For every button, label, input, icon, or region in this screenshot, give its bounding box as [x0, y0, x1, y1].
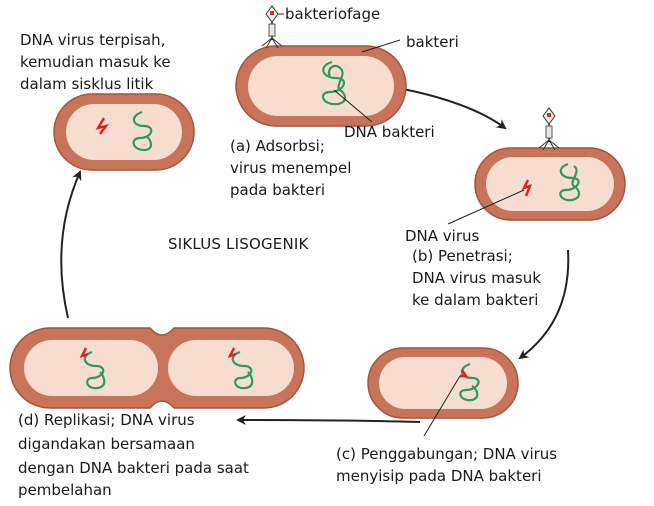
leader-bakteri: [361, 39, 401, 53]
bacterial-dna-b: [559, 162, 581, 202]
bacterial-dna-a: [321, 60, 347, 106]
cycle-arrow-a-to-b: [397, 87, 507, 130]
label-bacterial-dna: DNA bakteri: [344, 123, 435, 141]
leader-dna-bakteri: [333, 89, 373, 123]
viral-dna-e: [95, 117, 109, 135]
bacterium-cell-e: [53, 93, 195, 171]
step-e-line-1: DNA virus terpisah,: [20, 31, 166, 49]
viral-dna-d-left: [79, 347, 89, 359]
bacterial-dna-e: [132, 110, 153, 152]
bacterium-cell-c: [367, 347, 519, 419]
cycle-arrow-d-to-e: [60, 170, 82, 319]
leader-penggabungan: [423, 375, 461, 437]
step-d-line-2: digandakan bersamaan: [18, 435, 195, 453]
step-d-line-4: pembelahan: [18, 481, 112, 499]
bacterial-dna-d-right: [231, 350, 254, 390]
step-e-line-2: kemudian masuk ke: [20, 53, 171, 71]
step-a-line-1: (a) Adsorbsi;: [230, 137, 325, 155]
leader-dna-virus: [447, 189, 525, 225]
bacterial-dna-d-left: [83, 350, 106, 390]
step-b-line-1: (b) Penetrasi;: [412, 247, 513, 265]
step-d-line-3: dengan DNA bakteri pada saat: [18, 459, 249, 477]
viral-dna-c: [460, 369, 469, 378]
bacterium-cell-b: [474, 147, 626, 221]
step-e-line-3: dalam sisklus litik: [20, 75, 154, 93]
step-a-line-2: virus menempel: [230, 159, 352, 177]
cycle-arrow-b-to-c: [518, 249, 570, 360]
viral-dna-d-right: [227, 347, 237, 359]
cycle-arrow-c-to-d: [236, 415, 421, 426]
step-b-line-2: DNA virus masuk: [412, 269, 541, 287]
label-bacterium: bakteri: [406, 33, 459, 51]
step-d-line-1: (d) Replikasi; DNA virus: [18, 411, 195, 429]
step-b-line-3: ke dalam bakteri: [412, 291, 539, 309]
bacterium-cell-a: [235, 45, 407, 127]
label-viral-dna: DNA virus: [405, 227, 480, 245]
label-bacteriophage: bakteriofage: [285, 5, 381, 23]
diagram-title: SIKLUS LISOGENIK: [168, 235, 309, 253]
viral-dna-b: [521, 179, 533, 197]
step-a-line-3: pada bakteri: [230, 181, 326, 199]
bacterium-cell-d-dividing: [9, 327, 305, 409]
bacteriophage-a: [261, 5, 283, 49]
step-c-line-1: (c) Penggabungan; DNA virus: [336, 445, 558, 463]
bacteriophage-b: [538, 107, 560, 151]
step-c-line-2: menyisip pada DNA bakteri: [336, 467, 542, 485]
